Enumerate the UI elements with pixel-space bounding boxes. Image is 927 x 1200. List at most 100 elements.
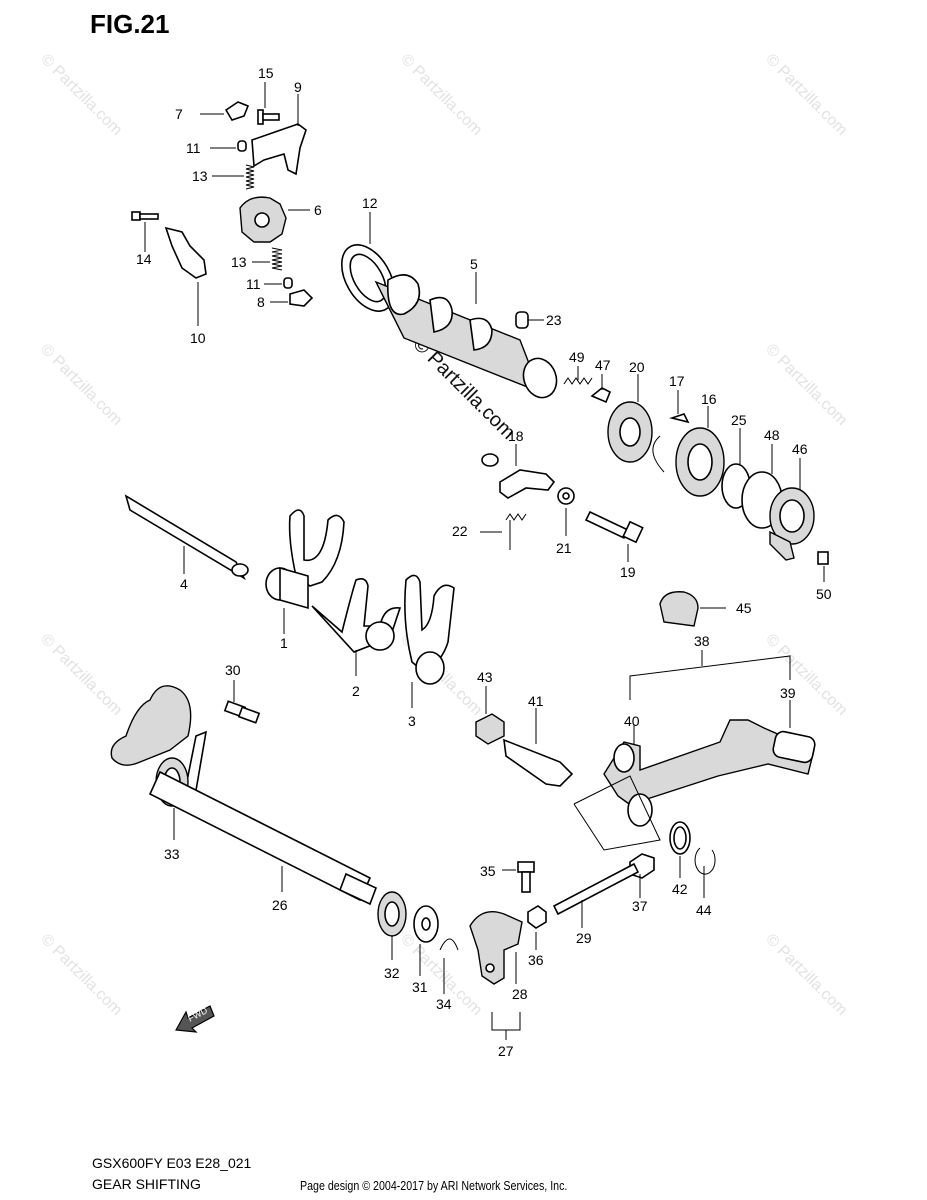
part-43-shape [475, 713, 505, 745]
shift-link-group [469, 861, 640, 1040]
part-7-shape [224, 101, 250, 121]
shift-drum-group [340, 212, 558, 399]
watermark: © Partzilla.com [37, 631, 125, 719]
label-16: 16 [701, 391, 717, 407]
part-36-shape [527, 905, 547, 929]
label-30: 30 [225, 662, 241, 678]
watermark: © Partzilla.com [37, 931, 125, 1019]
label-49: 49 [569, 349, 585, 365]
label-32: 32 [384, 965, 400, 981]
label-39: 39 [780, 685, 796, 701]
label-11: 11 [186, 140, 201, 156]
part-40-shape [613, 743, 635, 773]
part-35-shape [517, 861, 535, 873]
part-3-shape [404, 574, 455, 673]
shift-shaft-group [110, 685, 459, 994]
label-22: 22 [452, 523, 468, 539]
part-41-shape [503, 738, 574, 787]
label-35: 35 [480, 863, 496, 879]
label-23: 23 [546, 312, 562, 328]
part-13b-spring [271, 247, 283, 271]
drum-end-group [563, 366, 829, 582]
part-28-shape [469, 911, 523, 985]
label-20: 20 [629, 359, 645, 375]
watermark: © Partzilla.com [762, 51, 850, 139]
label-14: 14 [136, 251, 152, 267]
label-5: 5 [470, 256, 478, 272]
label-17: 17 [669, 373, 685, 389]
part-13-spring [245, 164, 255, 190]
label-13b: 13 [231, 254, 247, 270]
label-9: 9 [294, 79, 302, 95]
footer-section-title: GEAR SHIFTING [92, 1176, 201, 1192]
part-4-shape [124, 494, 246, 581]
part-47-shape [590, 387, 612, 404]
label-7: 7 [175, 106, 183, 122]
label-47: 47 [595, 357, 611, 373]
part-50-shape [817, 551, 829, 565]
label-18: 18 [508, 428, 524, 444]
label-27: 27 [498, 1043, 514, 1059]
cam-stopper-group [131, 82, 314, 326]
part-29-shape [552, 862, 640, 916]
part-8-shape [289, 289, 314, 307]
label-21: 21 [556, 540, 572, 556]
watermark: © Partzilla.com [762, 931, 850, 1019]
part-23-shape [515, 311, 529, 329]
label-38: 38 [694, 633, 710, 649]
label-25: 25 [731, 412, 747, 428]
part-clip-small [481, 453, 499, 467]
part-22-spring [505, 513, 527, 550]
label-45: 45 [736, 600, 752, 616]
watermark-layer: © Partzilla.com © Partzilla.com © Partzi… [37, 51, 850, 1019]
label-29: 29 [576, 930, 592, 946]
part-17-clip [652, 435, 665, 473]
part-15-thread [262, 113, 280, 121]
label-2: 2 [352, 683, 360, 699]
label-1: 1 [280, 635, 288, 651]
label-44: 44 [696, 902, 712, 918]
label-50: 50 [816, 586, 832, 602]
part-45-shape [659, 591, 699, 627]
part-19-shape [584, 510, 630, 540]
figure-title: FIG.21 [90, 9, 169, 39]
label-28: 28 [512, 986, 528, 1002]
label-42: 42 [672, 881, 688, 897]
footer-model-code: GSX600FY E03 E28_021 [92, 1155, 252, 1171]
part-lever-arm [110, 685, 192, 766]
label-4: 4 [180, 576, 188, 592]
label-6: 6 [314, 202, 322, 218]
label-31: 31 [412, 979, 428, 995]
eccentric-group [475, 686, 574, 787]
label-11b: 11 [246, 276, 261, 292]
part-11-shape [237, 140, 247, 152]
label-8: 8 [257, 294, 265, 310]
part-26-shape [148, 770, 372, 902]
part-9-shape [251, 123, 307, 176]
watermark: © Partzilla.com [397, 51, 485, 139]
label-12: 12 [362, 195, 378, 211]
part-44-shape [694, 847, 716, 875]
watermark: © Partzilla.com [762, 341, 850, 429]
label-13: 13 [192, 168, 208, 184]
label-33: 33 [164, 846, 180, 862]
footer-credit: Page design © 2004-2017 by ARI Network S… [300, 1178, 568, 1193]
part-10-shape [164, 226, 207, 279]
label-43: 43 [477, 669, 493, 685]
label-46: 46 [792, 441, 808, 457]
label-37: 37 [632, 898, 648, 914]
label-40: 40 [624, 713, 640, 729]
part-18-shape [499, 469, 556, 499]
label-34: 34 [436, 996, 452, 1012]
watermark: © Partzilla.com [37, 51, 125, 139]
label-19: 19 [620, 564, 636, 580]
part-34-shape [439, 938, 459, 951]
part-49-spring [563, 377, 593, 385]
label-36: 36 [528, 952, 544, 968]
label-48: 48 [764, 427, 780, 443]
label-41: 41 [528, 693, 544, 709]
parts-diagram: © Partzilla.com © Partzilla.com © Partzi… [37, 9, 850, 1059]
watermark: © Partzilla.com [762, 631, 850, 719]
shift-forks-group [265, 509, 455, 708]
neutral-cam-group [480, 444, 644, 562]
